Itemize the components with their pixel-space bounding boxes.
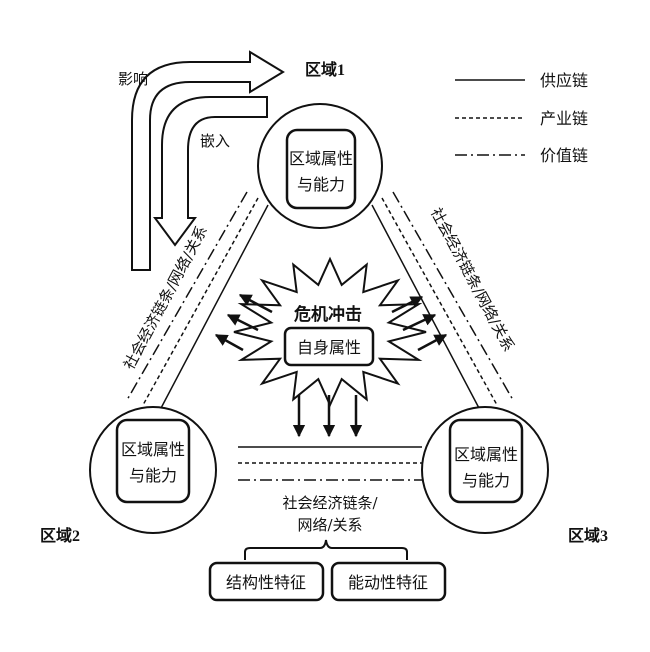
- embed-arrow: [153, 96, 268, 247]
- region-3-box-line2: 与能力: [462, 471, 510, 490]
- self-attribute-label: 自身属性: [297, 338, 361, 357]
- influence-arrow: [131, 50, 285, 271]
- influence-label: 影响: [118, 70, 148, 88]
- structural-feature-box: [208, 561, 325, 602]
- crisis-title: 危机冲击: [293, 304, 362, 324]
- structural-feature-label: 结构性特征: [226, 573, 306, 592]
- link-bottom-label-2: 网络/关系: [297, 516, 362, 534]
- region-2: 区域属性 与能力 区域2: [40, 406, 217, 545]
- region-2-box-line2: 与能力: [129, 466, 177, 485]
- link-bottom: [238, 446, 422, 481]
- legend-supply-chain: 供应链: [540, 71, 588, 90]
- crisis-shock: 危机冲击 自身属性: [233, 256, 427, 408]
- region-3-box-line1: 区域属性: [454, 445, 518, 464]
- brace: [244, 539, 408, 560]
- region-3-label: 区域3: [568, 526, 608, 545]
- legend-industry-chain: 产业链: [540, 109, 588, 128]
- legend-value-chain: 价值链: [540, 146, 588, 165]
- region-1: 区域属性 与能力 区域1: [257, 60, 383, 229]
- region-1-box-line1: 区域属性: [289, 149, 353, 168]
- region-2-box-line1: 区域属性: [121, 440, 185, 459]
- link-bottom-label-1: 社会经济链条/: [282, 494, 378, 512]
- region-1-label: 区域1: [305, 60, 345, 79]
- legend: 供应链 产业链 价值链: [455, 71, 588, 165]
- region-3-attribute-box: [448, 418, 524, 504]
- region-2-label: 区域2: [40, 526, 80, 545]
- embed-label: 嵌入: [200, 132, 230, 150]
- link-right: [371, 191, 514, 411]
- region-3: 区域属性 与能力 区域3: [421, 406, 608, 545]
- link-left: [126, 191, 269, 411]
- self-attribute-box: [283, 326, 375, 367]
- impact-arrows: [214, 293, 448, 438]
- region-2-attribute-box: [115, 418, 191, 504]
- link-right-label: 社会经济链条/网络/关系: [427, 205, 518, 355]
- dynamic-feature-label: 能动性特征: [348, 573, 428, 592]
- dynamic-feature-box: [330, 561, 447, 602]
- region-1-box-line2: 与能力: [297, 175, 345, 194]
- region-1-attribute-box: [285, 128, 357, 210]
